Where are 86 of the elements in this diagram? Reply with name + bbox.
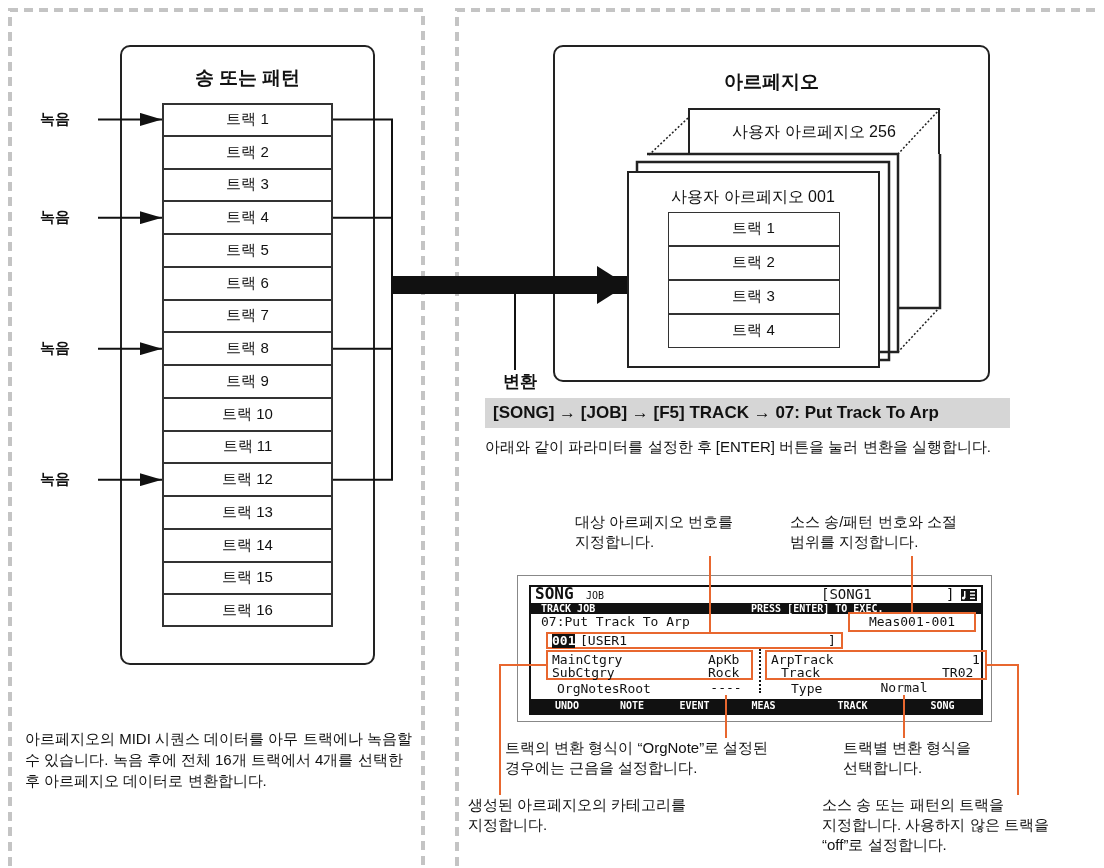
callout-text: 생성된 아르페지오의 카테고리를 지정합니다. [468,795,703,839]
callout-text: 트랙의 변환 형식이 “OrgNote”로 설정된 경우에는 근음을 설정합니다. [505,738,805,782]
track-row: 트랙 3 [667,279,840,314]
paragraph: 아래와 같이 파라미터를 설정한 후 [ENTER] 버튼을 눌러 변환을 실행합니다. [485,437,992,457]
track-row: 트랙 1 [162,103,333,136]
lcd-text: JOB [586,591,605,601]
track-row: 트랙 3 [162,168,333,202]
text-label: 녹음 [40,108,98,131]
track-row: 트랙 4 [162,201,333,234]
track-row: 트랙 8 [162,332,333,365]
track-row: 트랙 2 [667,245,840,280]
track-row: 트랙 5 [162,234,333,267]
lcd-text: TR02 [942,666,974,680]
lcd-text: Track [781,666,821,680]
group-title: 아르페지오 [723,70,820,94]
lcd-value: Normal [876,681,932,695]
lcd-text: SONG [535,587,574,601]
lcd-text: ArpTrack [771,653,834,667]
arrow [97,211,163,225]
callout-text: 소스 송 또는 패턴의 트랙을 지정합니다. 사용하지 않은 트랙을 “off”로 설정합니다. [822,795,1050,857]
highlight-frame [546,650,753,680]
highlight-frame [765,650,987,680]
lcd-text: PRESS [ENTER] TO EXEC. [751,603,884,614]
track-row: 트랙 11 [162,430,333,464]
callout-text: 소스 송/패턴 번호와 소절 범위를 지정합니다. [790,512,1005,556]
tab-label: EVENT [678,700,711,712]
paragraph: 아르페지오의 MIDI 시퀀스 데이터를 아무 트랙에나 녹음할 수 있습니다. 녹음 후에 전체 16개 트랙에서 4개를 선택한 후 아르페지오 데이터로 변환합니다. [25,729,413,791]
leader-line [903,694,905,739]
lcd-text: OrgNotesRoot [557,682,651,696]
track-row: 트랙 1 [667,211,840,246]
track-row: 트랙 14 [162,528,333,562]
tab-label: SONG [929,700,956,712]
track-row: 트랙 7 [162,299,333,333]
lcd-text: 07:Put Track To Arp [541,615,690,629]
lcd-text: ] [828,634,836,648]
lcd-screen [517,575,992,722]
track-row: 트랙 6 [162,266,333,300]
highlight-frame: Meas001-001 [848,612,976,632]
arrow [97,473,163,487]
track-row: 트랙 15 [162,561,333,595]
lcd-text: 1 [972,653,980,667]
lcd-value: ---- [708,681,744,695]
group-box [553,45,990,382]
leader-line [911,555,913,613]
lcd-text: TRACK JOB [541,603,596,614]
highlight-frame [546,632,843,649]
track-row: 트랙 10 [162,397,333,431]
callout-text: 트랙별 변환 형식을 선택합니다. [843,738,978,782]
tab-label: TRACK [836,700,869,712]
leader-line [725,694,727,739]
lcd-text: 001 [552,634,576,648]
text-label: 녹음 [40,206,98,229]
text-label: 녹음 [40,468,98,491]
text-label: 변환 [495,370,545,392]
arrow [97,342,163,356]
lcd-text: ] [946,587,955,601]
track-row: 트랙 2 [162,135,333,169]
text-label: 녹음 [40,337,98,360]
thick-arrow [391,266,627,304]
track-row: 트랙 12 [162,463,333,496]
tab-label: NOTE [618,700,646,712]
heading-bar: [SONG] → [JOB] → [F5] TRACK → 07: Put Track To Arp [485,398,1010,428]
track-row: 트랙 9 [162,365,333,398]
lcd-text: [USER1 [580,634,627,648]
leader-line [514,293,516,371]
track-row: 트랙 16 [162,594,333,627]
card: 사용자 아르페지오 256 [688,108,940,154]
lcd-text: Rock [708,666,740,680]
lcd-text: ApKb [708,653,740,667]
tab-label: MEAS [750,700,777,712]
track-row: 트랙 13 [162,496,333,529]
card-title: 사용자 아르페지오 001 [670,187,836,207]
arrow [97,112,163,126]
callout-text: 대상 아르페지오 번호를 지정합니다. [575,512,765,556]
lcd-text: [SONG1 [821,587,872,601]
lcd-text: MainCtgry [552,653,623,667]
tab-label: UNDO [553,700,581,712]
group-title: 송 또는 패턴 [193,66,302,90]
track-row: 트랙 4 [667,313,840,348]
lcd-text: Type [791,682,823,696]
card [627,171,880,368]
lcd-text: SubCtgry [552,666,615,680]
group-box [120,45,375,665]
leader-line [499,664,547,796]
leader-line [986,664,1019,796]
leader-line [709,555,711,633]
